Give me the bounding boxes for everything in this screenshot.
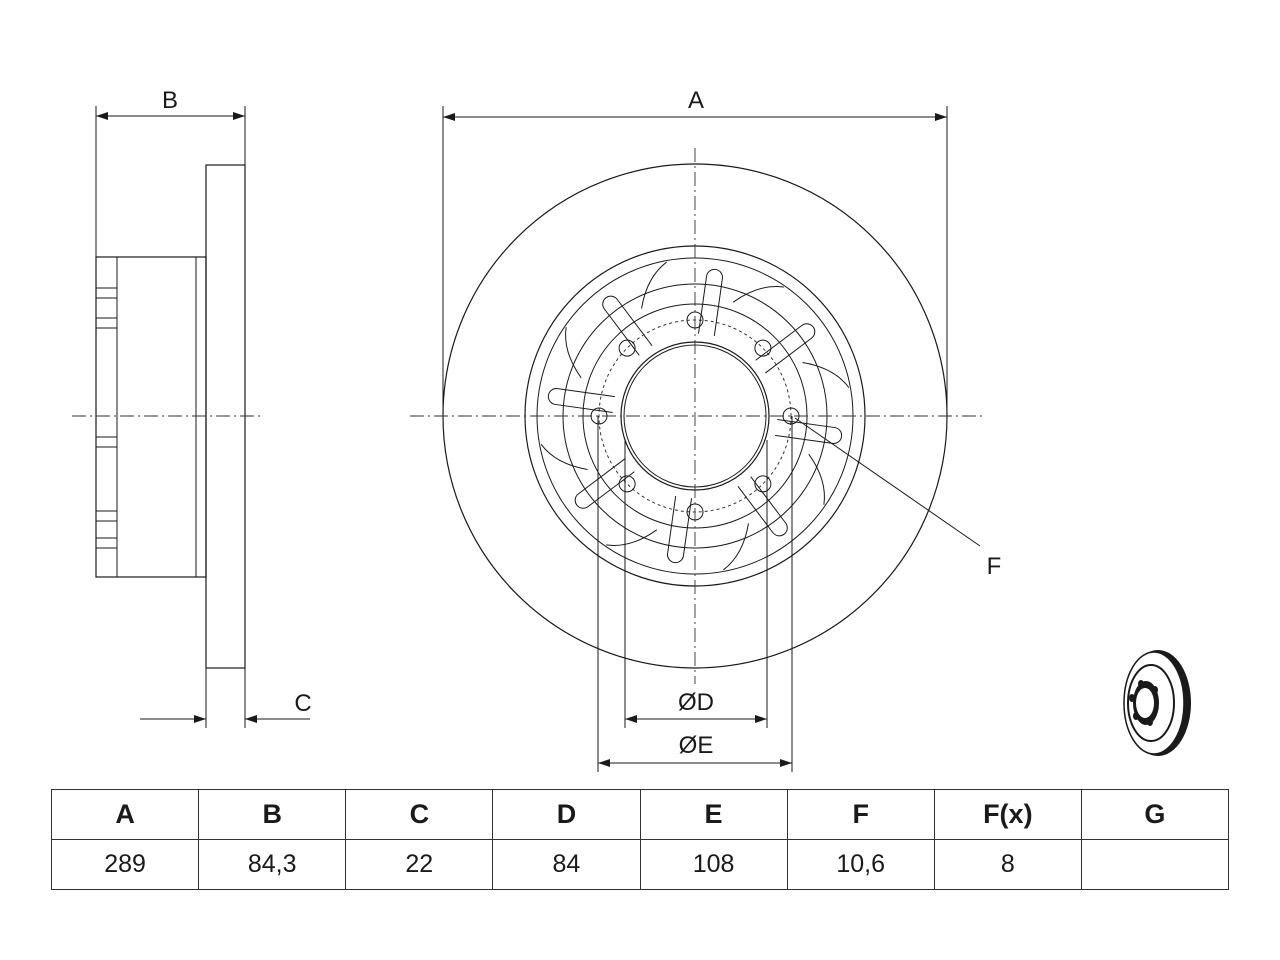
header-cell-a: A: [50, 789, 200, 840]
header-cell-e: E: [639, 789, 788, 840]
dim-label-a: A: [688, 87, 704, 114]
disc-thumbnail: [1123, 650, 1191, 756]
vent-slot: [540, 444, 635, 509]
value-cell-d: 84: [492, 839, 641, 890]
header-cell-b: B: [198, 789, 347, 840]
bolt-hole: [754, 339, 772, 357]
bolt-hole: [618, 475, 636, 493]
header-cell-c: C: [345, 789, 494, 840]
dim-label-e: ØE: [679, 732, 714, 759]
spec-table: A B C D E F F(x) G 289 84,3 22 84 108 10…: [50, 789, 1230, 890]
table-header-row: A B C D E F F(x) G: [50, 789, 1230, 840]
header-cell-fx: F(x): [933, 789, 1082, 840]
value-cell-e: 108: [639, 839, 788, 890]
dim-label-f: F: [987, 553, 1002, 580]
table-value-row: 289 84,3 22 84 108 10,6 8: [50, 839, 1230, 890]
vent-slot: [547, 327, 615, 414]
bolt-hole: [754, 475, 772, 493]
side-view: B C: [72, 87, 312, 728]
value-cell-f: 10,6: [786, 839, 935, 890]
header-cell-f: F: [786, 789, 935, 840]
value-cell-g: [1080, 839, 1230, 890]
vent-slot: [775, 418, 843, 505]
value-cell-a: 289: [50, 839, 200, 890]
vent-slot: [723, 476, 788, 571]
vent-slot: [602, 261, 667, 356]
dim-label-c: C: [294, 690, 311, 717]
vent-slot: [697, 268, 784, 336]
vent-slot: [606, 496, 693, 564]
front-view: A ØD ØE F: [410, 87, 1001, 772]
dim-label-b: B: [162, 87, 178, 114]
bolt-hole: [618, 339, 636, 357]
value-cell-c: 22: [345, 839, 494, 890]
value-cell-fx: 8: [933, 839, 1082, 890]
vent-slot: [755, 323, 850, 388]
header-cell-g: G: [1080, 789, 1230, 840]
value-cell-b: 84,3: [198, 839, 347, 890]
dim-label-d: ØD: [678, 689, 714, 716]
header-cell-d: D: [492, 789, 641, 840]
